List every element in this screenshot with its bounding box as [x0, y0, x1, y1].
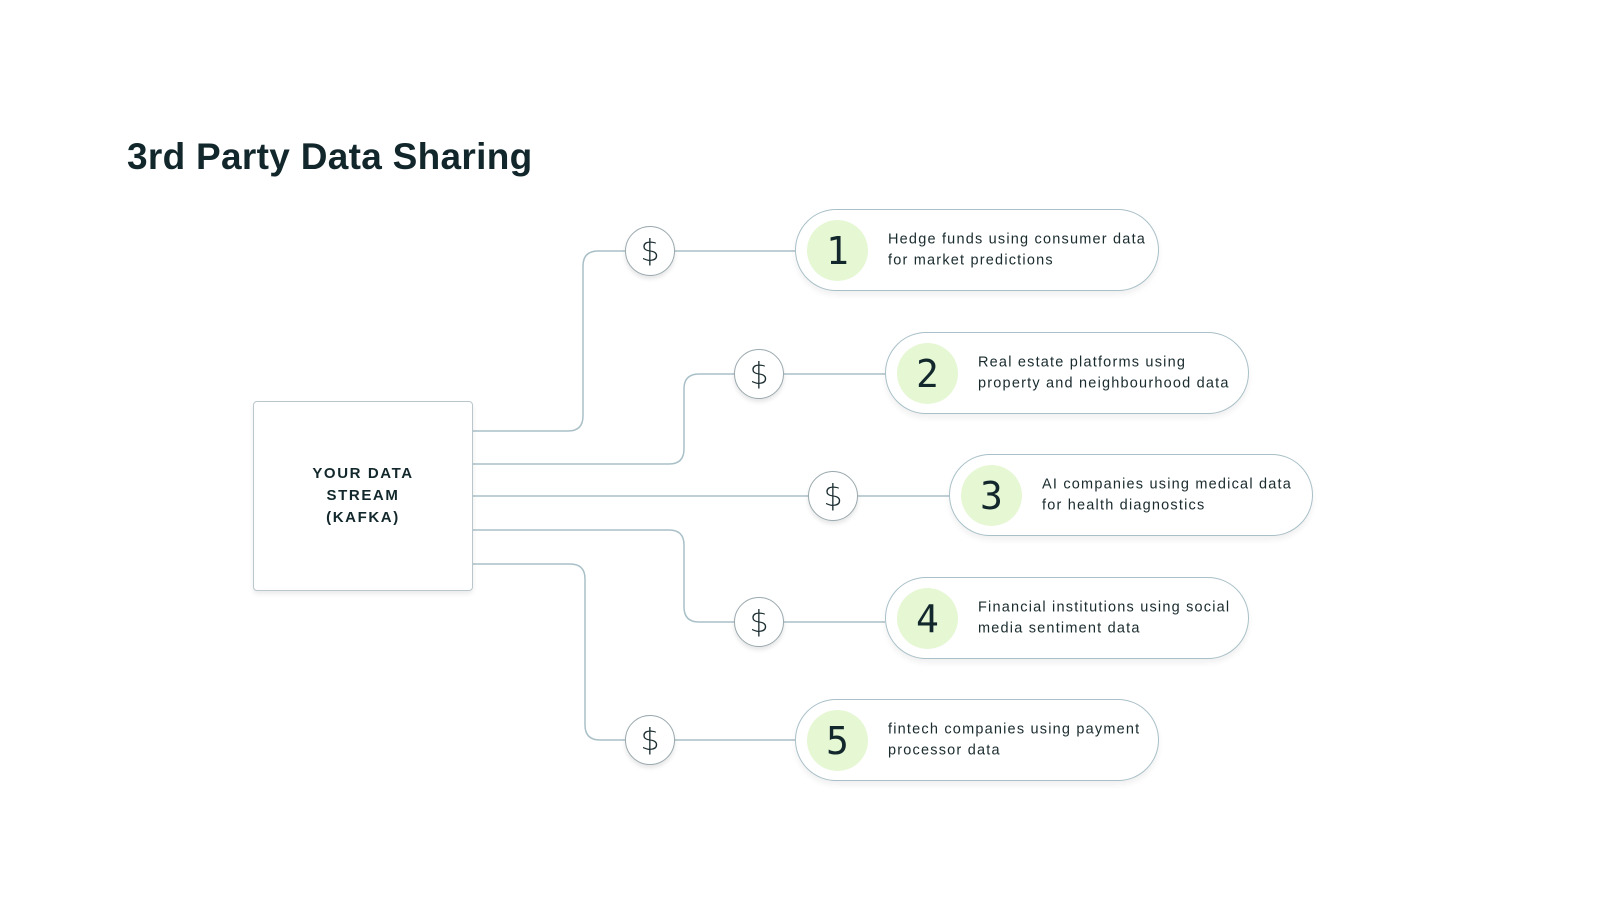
dollar-icon: $ — [734, 349, 784, 399]
destination-text: Hedge funds using consumer data for mark… — [888, 231, 1147, 269]
dollar-icon: $ — [625, 715, 675, 765]
destination-card-3: 3 AI companies using medical data for he… — [949, 454, 1313, 536]
connector-5 — [473, 563, 795, 741]
dollar-icon: $ — [808, 471, 858, 521]
data-stream-box: YOUR DATA STREAM (KAFKA) — [253, 401, 473, 591]
destination-card-1: 1 Hedge funds using consumer data for ma… — [795, 209, 1159, 291]
connector-4 — [473, 529, 885, 623]
destination-text: AI companies using medical data for heal… — [1042, 476, 1292, 514]
data-stream-label: YOUR DATA STREAM (KAFKA) — [312, 465, 414, 526]
dollar-icon: $ — [625, 226, 675, 276]
step-number: 5 — [807, 710, 868, 771]
destination-text: fintech companies using payment processo… — [888, 721, 1141, 759]
destination-card-5: 5 fintech companies using payment proces… — [795, 699, 1159, 781]
step-number: 3 — [961, 465, 1022, 526]
destination-text: Financial institutions using social medi… — [978, 599, 1231, 637]
dollar-icon: $ — [734, 597, 784, 647]
step-number: 4 — [897, 588, 958, 649]
destination-text: Real estate platforms using property and… — [978, 354, 1230, 392]
destination-card-4: 4 Financial institutions using social me… — [885, 577, 1249, 659]
connector-1 — [473, 250, 795, 432]
connector-2 — [473, 373, 885, 465]
page-title: 3rd Party Data Sharing — [127, 136, 533, 177]
destination-card-2: 2 Real estate platforms using property a… — [885, 332, 1249, 414]
step-number: 2 — [897, 343, 958, 404]
step-number: 1 — [807, 220, 868, 281]
